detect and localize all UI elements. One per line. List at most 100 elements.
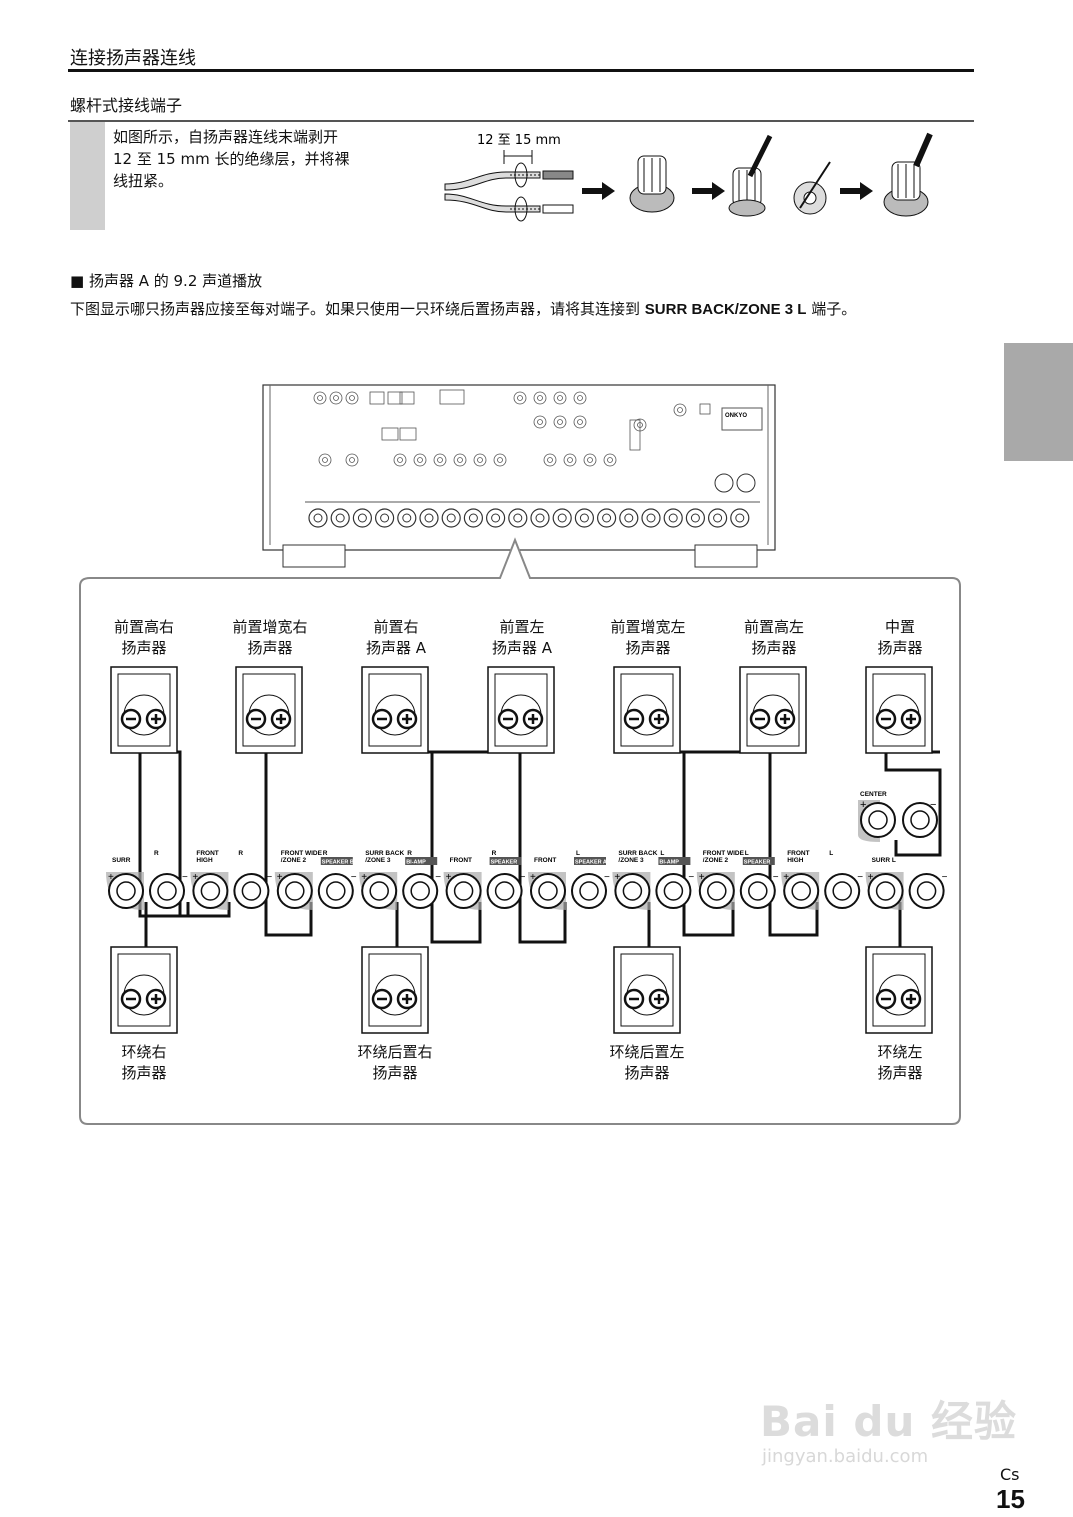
svg-text:−: −	[773, 872, 779, 883]
terminal-label-b: L	[576, 850, 580, 857]
subsection-title: 螺杆式接线端子	[70, 96, 183, 115]
terminal-tightened-icon	[883, 132, 933, 217]
speaker-label-top-3: 前置右 扬声器 A	[365, 618, 427, 657]
terminal-label-a: SURR L	[872, 857, 896, 864]
watermark-url: jingyan.baidu.com	[762, 1446, 929, 1467]
terminal-label-b: L	[829, 850, 833, 857]
speaker-label-top-4: 前置左 扬声器 A	[491, 618, 553, 657]
terminal-label-b: L	[745, 850, 749, 857]
svg-text:+: +	[192, 872, 198, 883]
svg-text:+: +	[361, 872, 367, 883]
language-code: Cs	[1000, 1465, 1020, 1484]
svg-text:−: −	[182, 872, 188, 883]
svg-text:+: +	[108, 872, 114, 883]
terminal-label-a: FRONT WIDE	[281, 850, 323, 857]
speaker-box-3	[361, 666, 429, 754]
terminal-knob-icon	[629, 155, 675, 213]
speaker-box-7	[865, 666, 933, 754]
svg-text:+: +	[699, 872, 705, 883]
terminal-label-b: R	[323, 850, 328, 857]
speaker-box-6	[739, 666, 807, 754]
svg-text:−: −	[351, 872, 357, 883]
terminal-pair-10: +−SURR L	[865, 857, 948, 910]
watermark-logo: Bai du 经验	[760, 1397, 1017, 1446]
svg-text:+: +	[860, 799, 866, 811]
speaker-label-bottom-4: 环绕左 扬声器	[877, 1043, 923, 1082]
svg-text:−: −	[930, 799, 936, 811]
terminal-tag: BI-AMP	[406, 860, 426, 866]
speaker-box-2	[235, 666, 303, 754]
step-marker-bar	[70, 122, 105, 230]
terminal-label-a: FRONT	[787, 850, 809, 857]
speaker-label-top-2: 前置增宽右 扬声器	[232, 618, 308, 657]
terminal-tag: SPEAKER	[744, 860, 771, 866]
speaker-box-surround-3	[613, 946, 681, 1034]
speaker-label-bottom-2: 环绕后置右 扬声器	[357, 1043, 433, 1082]
speaker-box-surround-2	[361, 946, 429, 1034]
subsection-rule	[68, 120, 974, 122]
wire-insert-icon	[728, 134, 773, 217]
svg-text:−: −	[435, 872, 441, 883]
terminal-label-a: FRONT	[534, 857, 556, 864]
svg-text:−: −	[266, 872, 272, 883]
speaker-box-surround-1	[110, 946, 178, 1034]
terminal-tag: BI-AMP	[659, 860, 679, 866]
body-text-end: 端子。	[806, 300, 857, 318]
svg-text:CENTER: CENTER	[860, 791, 887, 798]
terminal-pair-3: + − FRONT WIDE/ZONE 2 R SPEAKER B	[274, 850, 357, 910]
terminal-pair-1: + − SURR R	[106, 850, 188, 910]
arrow-icon	[840, 182, 873, 200]
speaker-label-bottom-3: 环绕后置左 扬声器	[609, 1043, 685, 1082]
terminal-tag: SPEAKER B	[322, 860, 354, 866]
terminal-label-a: SURR BACK	[365, 850, 404, 857]
terminal-tag: SPEAKER	[491, 860, 518, 866]
paragraph-title: ■ 扬声器 A 的 9.2 声道播放	[70, 272, 263, 290]
center-terminal: CENTER+ −	[858, 791, 938, 842]
page-number: 15	[996, 1484, 1025, 1514]
brand-logo: ONKYO	[725, 413, 747, 419]
section-rule	[68, 69, 974, 72]
svg-text:+: +	[783, 872, 789, 883]
terminal-label-a: SURR BACK	[618, 850, 657, 857]
arrow-icon	[692, 182, 725, 200]
speaker-label-top-5: 前置增宽左 扬声器	[610, 618, 686, 657]
body-text: 下图显示哪只扬声器应接至每对端子。如果只使用一只环绕后置扬声器，请将其连接到	[70, 300, 645, 318]
terminal-label-a: HIGH	[787, 857, 804, 864]
svg-text:−: −	[688, 872, 694, 883]
terminal-label-b: R	[154, 850, 159, 857]
svg-text:+: +	[530, 872, 536, 883]
terminal-label-a: SURR	[112, 857, 131, 864]
speaker-box-5	[613, 666, 681, 754]
speaker-label-top-6: 前置高左 扬声器	[743, 618, 804, 657]
terminal-label-b: R	[407, 850, 412, 857]
svg-text:−: −	[942, 872, 948, 883]
wire-wrap-icon	[793, 161, 831, 215]
svg-text:−: −	[520, 872, 526, 883]
terminal-pair-8: + − FRONT WIDE/ZONE 2 L SPEAKER	[696, 850, 779, 910]
measure-label: 12 至 15 mm	[477, 133, 561, 148]
speaker-label-top-1: 前置高右 扬声器	[113, 618, 174, 657]
arrow-icon	[582, 182, 615, 200]
terminal-name: SURR BACK/ZONE 3 L	[644, 301, 807, 318]
speaker-label-bottom-1: 环绕右 扬声器	[121, 1043, 167, 1082]
chapter-side-tab	[1004, 343, 1073, 461]
terminal-label-a: /ZONE 2	[703, 857, 729, 864]
speaker-wire-10	[884, 740, 942, 857]
terminal-label-b: R	[492, 850, 497, 857]
terminal-label-b: R	[238, 850, 243, 857]
terminal-label-a: /ZONE 2	[281, 857, 307, 864]
step-instruction: 如图所示，自扬声器连线末端剥开 12 至 15 mm 长的绝缘层，并将裸 线扭紧…	[113, 128, 350, 190]
speaker-box-surround-4	[865, 946, 933, 1034]
section-title: 连接扬声器连线	[70, 48, 196, 69]
terminal-label-a: HIGH	[196, 857, 213, 864]
terminal-label-a: FRONT WIDE	[703, 850, 745, 857]
svg-text:+: +	[277, 872, 283, 883]
receiver-rear-panel: ONKYO	[262, 384, 776, 568]
